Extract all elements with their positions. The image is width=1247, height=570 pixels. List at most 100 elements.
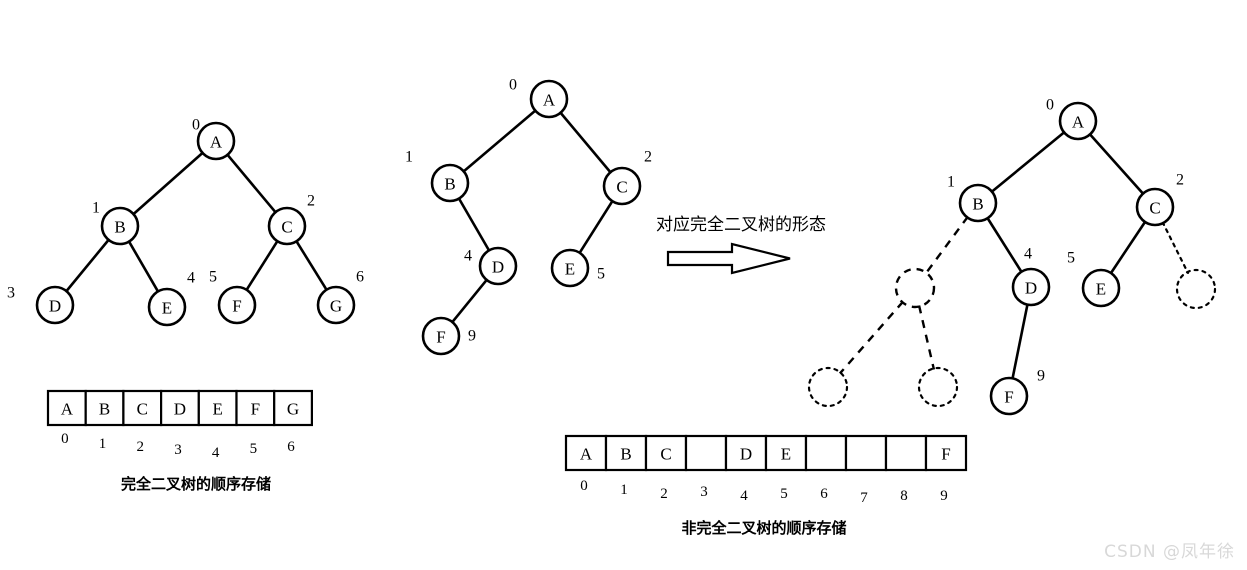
right-node-D: D: [1011, 267, 1051, 307]
watermark: CSDN @凤年徐: [1104, 542, 1235, 562]
left-edge-A-C: [225, 153, 278, 214]
right-array-caption: 非完全二叉树的顺序存储: [681, 519, 846, 537]
right-array-cell-index-2: 2: [660, 486, 668, 502]
right-node-B: B: [958, 183, 998, 223]
left-edge-B-D: [64, 238, 111, 293]
middle-tree-edges: [450, 109, 614, 324]
middle-node-circle-D: [478, 246, 518, 286]
left-node-label-B: B: [114, 218, 125, 237]
right-array-cell-index-4: 4: [740, 488, 748, 504]
right-node-label-E: E: [1096, 280, 1106, 299]
right-array-cell-9: [924, 434, 968, 472]
left-array-cell-value-3: D: [174, 400, 186, 419]
right-array-cell-value-4: D: [740, 445, 752, 464]
right-edge-B-D: [985, 216, 1024, 274]
middle-edge-A-C: [558, 111, 613, 174]
left-node-circle-F: [217, 285, 257, 325]
block-arrow-icon: [666, 242, 791, 275]
transform-arrow-group: 对应完全二叉树的形态: [656, 215, 826, 275]
left-edge-A-B: [131, 151, 205, 216]
middle-edge-C-E: [578, 199, 614, 255]
right-node-label-B: B: [972, 195, 983, 214]
left-array-cell-5: [235, 389, 276, 427]
right-node-index-A: 0: [1046, 97, 1054, 114]
right-node-E: E: [1081, 268, 1121, 308]
right-array-cell-index-5: 5: [780, 486, 788, 502]
middle-node-label-C: C: [616, 178, 627, 197]
right-phantom-7: [807, 366, 849, 408]
right-node-circle-C: [1135, 187, 1175, 227]
right-array-cell-value-1: B: [620, 445, 631, 464]
middle-node-label-D: D: [492, 258, 504, 277]
right-node-C: C: [1135, 187, 1175, 227]
left-array-cell-value-0: A: [61, 400, 74, 419]
middle-node-index-E: 5: [597, 266, 605, 283]
right-array-cell-8: [884, 434, 928, 472]
right-edge-A-B: [990, 130, 1066, 194]
middle-node-circle-C: [602, 166, 642, 206]
left-node-A: A: [196, 121, 236, 161]
right-node-circle-A: [1058, 101, 1098, 141]
right-phantom-edge-phantom-3-phantom-8: [917, 305, 936, 370]
left-node-circle-B: [100, 206, 140, 246]
left-array-caption: 完全二叉树的顺序存储: [121, 475, 271, 493]
left-node-label-A: A: [210, 133, 223, 152]
right-node-index-D: 4: [1024, 246, 1032, 263]
middle-node-circle-E: [550, 248, 590, 288]
middle-node-A: A: [529, 79, 569, 119]
right-tree-edges: [838, 130, 1190, 380]
middle-edge-D-F: [450, 278, 489, 324]
right-array-cell-index-7: 7: [860, 490, 868, 506]
left-edge-B-E: [127, 240, 160, 293]
left-edge-C-G: [294, 239, 329, 292]
left-tree-edges: [64, 151, 329, 293]
right-node-label-F: F: [1004, 388, 1013, 407]
right-array-cell-5: [764, 434, 808, 472]
left-node-G: G: [316, 285, 356, 325]
right-edge-C-E: [1109, 220, 1147, 275]
middle-edge-A-B: [462, 109, 537, 173]
middle-node-circle-B: [430, 163, 470, 203]
left-node-C: C: [267, 206, 307, 246]
right-node-index-E: 5: [1067, 250, 1075, 267]
left-node-index-D: 3: [7, 285, 15, 302]
left-node-circle-G: [316, 285, 356, 325]
right-phantom-edge-phantom-3-phantom-7: [838, 300, 905, 375]
right-node-circle-F: [989, 376, 1029, 416]
right-array-cell-value-5: E: [781, 445, 791, 464]
left-array-cell-4: [197, 389, 238, 427]
right-array-cell-value-9: F: [941, 445, 950, 464]
middle-node-D: D: [478, 246, 518, 286]
right-array-cell-4: [724, 434, 768, 472]
right-array-cell-value-0: A: [580, 445, 593, 464]
right-array-cell-6: [804, 434, 848, 472]
right-phantom-3: [894, 267, 936, 309]
right-phantom-8: [917, 366, 959, 408]
right-phantom-edge-B-phantom-3: [924, 215, 969, 275]
left-array-cell-value-1: B: [99, 400, 110, 419]
right-array-cell-index-9: 9: [940, 488, 948, 504]
middle-node-index-B: 1: [405, 149, 413, 166]
right-array-cell-3: [684, 434, 728, 472]
left-node-index-E: 4: [187, 270, 195, 287]
left-node-F: F: [217, 285, 257, 325]
right-node-label-D: D: [1025, 279, 1037, 298]
left-array-cell-index-0: 0: [61, 431, 69, 447]
transform-arrow-label: 对应完全二叉树的形态: [656, 215, 826, 235]
right-array-cell-index-6: 6: [820, 486, 828, 502]
left-node-circle-C: [267, 206, 307, 246]
left-array-cell-index-5: 5: [250, 441, 258, 457]
middle-node-C: C: [602, 166, 642, 206]
middle-node-index-A: 0: [509, 77, 517, 94]
middle-edge-B-D: [457, 197, 491, 252]
right-array-cell-index-3: 3: [700, 484, 708, 500]
middle-node-circle-A: [529, 79, 569, 119]
left-array-cell-1: [84, 389, 125, 427]
right-array-cell-index-0: 0: [580, 478, 588, 494]
